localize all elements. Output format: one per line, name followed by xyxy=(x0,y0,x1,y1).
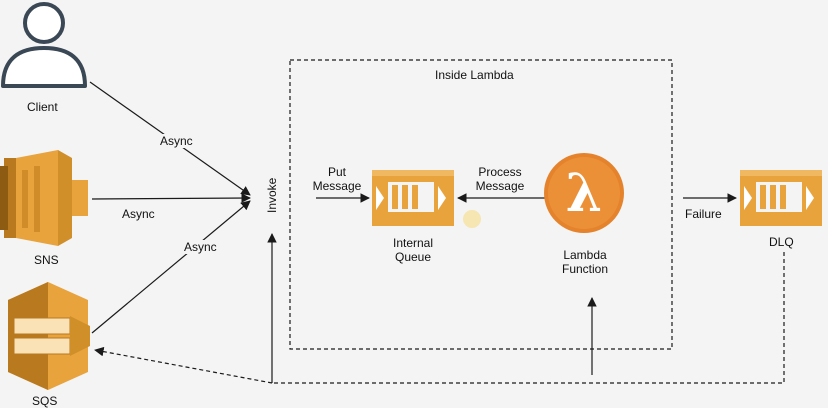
put-message-line-2: Message xyxy=(312,179,362,193)
cursor-highlight xyxy=(463,210,481,228)
dlq-dashed-return xyxy=(272,252,785,384)
lambda-symbol: λ xyxy=(566,163,602,224)
lambda-function-label: Lambda Function xyxy=(554,248,616,276)
process-message-line-2: Message xyxy=(475,179,525,193)
sns-label: SNS xyxy=(34,253,59,267)
sqs-label: SQS xyxy=(32,394,58,408)
put-message-line-1: Put xyxy=(327,165,346,179)
sqs-icon xyxy=(8,282,90,390)
failure-label: Failure xyxy=(685,207,722,221)
sns-icon xyxy=(0,150,88,246)
sns-async-label: Async xyxy=(120,207,157,221)
dlq-icon xyxy=(740,170,822,226)
process-message-line-1: Process xyxy=(478,165,522,179)
lambda-function-line-2: Function xyxy=(561,262,609,276)
internal-queue-line-2: Queue xyxy=(394,250,432,264)
internal-queue-label: Internal Queue xyxy=(381,236,445,264)
client-async-label: Async xyxy=(158,134,195,148)
lambda-function-line-1: Lambda xyxy=(563,248,607,262)
lambda-icon xyxy=(544,153,624,233)
sqs-async-arrow xyxy=(91,200,251,334)
sns-async-arrow xyxy=(91,193,251,203)
internal-queue-icon xyxy=(372,170,454,226)
container-title: Inside Lambda xyxy=(435,68,514,82)
user-icon xyxy=(1,2,87,88)
process-message-label: Process Message xyxy=(468,165,532,193)
inside-lambda-container xyxy=(289,59,673,350)
put-message-label: Put Message xyxy=(306,165,368,193)
invoke-label: Invoke xyxy=(265,177,279,213)
sqs-dashed-return-arrow xyxy=(94,346,273,384)
internal-queue-line-1: Internal xyxy=(392,236,434,250)
client-label: Client xyxy=(27,100,58,114)
dlq-label: DLQ xyxy=(769,235,794,249)
sqs-async-label: Async xyxy=(182,240,219,254)
